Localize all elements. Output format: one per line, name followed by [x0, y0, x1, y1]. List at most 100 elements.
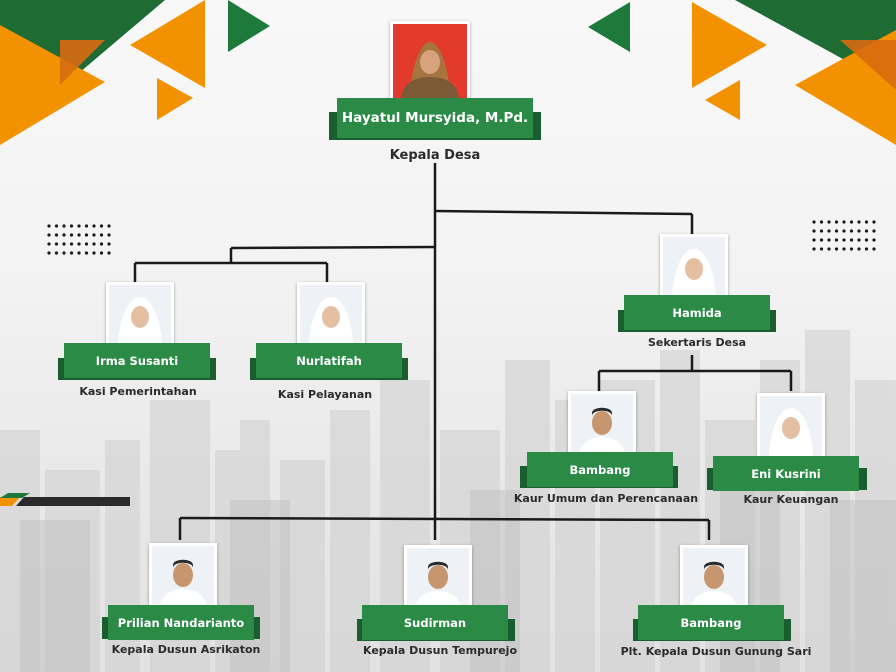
left-stripe-accent: [0, 493, 130, 506]
decorative-dot: [872, 229, 876, 233]
name-plate-kaur-1: Bambang: [527, 452, 673, 487]
dusun-3-name: Bambang: [680, 615, 742, 630]
portrait-dusun-2: [404, 545, 472, 613]
decorative-dot: [864, 247, 869, 251]
kasi-2-title: Kasi Pelayanan: [277, 388, 373, 401]
kasi-2-name: Nurlatifah: [296, 353, 362, 368]
dot-grid-left: [47, 224, 111, 255]
decorative-dot: [84, 251, 89, 255]
decorative-dot: [99, 224, 104, 228]
secretary-title: Sekertaris Desa: [647, 336, 747, 349]
decorative-dot: [77, 224, 81, 228]
decorative-dot: [47, 242, 51, 246]
decorative-dot: [864, 220, 869, 224]
decorative-dot: [47, 251, 51, 255]
decorative-dot: [99, 233, 104, 237]
name-plate-dusun-3: Bambang: [638, 605, 784, 640]
decorative-dot: [834, 229, 839, 233]
decorative-dot: [849, 220, 854, 224]
name-plate-dusun-1: Prilian Nandarianto: [108, 605, 254, 640]
head-name: Hayatul Mursyida, M.Pd.: [341, 110, 529, 126]
dusun-1-name: Prilian Nandarianto: [117, 615, 245, 630]
portrait-head: [390, 21, 470, 101]
decorative-dot: [54, 233, 59, 237]
decorative-dot: [834, 220, 839, 224]
decorative-dot: [849, 247, 854, 251]
decorative-dot: [812, 238, 816, 242]
kaur-1-name: Bambang: [569, 462, 631, 477]
decorative-dot: [864, 229, 869, 233]
decorative-dot: [54, 251, 59, 255]
decorative-dot: [819, 247, 824, 251]
kasi-1-name: Irma Susanti: [95, 353, 179, 368]
decorative-dot: [857, 247, 861, 251]
kaur-1-title: Kaur Umum dan Perencanaan: [513, 492, 699, 505]
decorative-dot: [84, 242, 89, 246]
portrait-kasi-2: [297, 282, 365, 350]
decorative-dot: [819, 229, 824, 233]
decorative-dot: [107, 251, 111, 255]
kaur-2-title: Kaur Keuangan: [743, 493, 839, 506]
decorative-dot: [812, 229, 816, 233]
decorative-dot: [69, 233, 74, 237]
portrait-secretary: [660, 234, 728, 302]
name-plate-kaur-2: Eni Kusrini: [713, 456, 859, 491]
decorative-dot: [54, 224, 59, 228]
decorative-dot: [834, 247, 839, 251]
decorative-dot: [857, 229, 861, 233]
decorative-dot: [92, 242, 96, 246]
name-plate-dusun-2: Sudirman: [362, 605, 508, 640]
portrait-kaur-2: [757, 393, 825, 461]
decorative-dot: [62, 242, 66, 246]
decorative-dot: [69, 251, 74, 255]
decorative-dot: [827, 247, 831, 251]
decorative-dot: [77, 242, 81, 246]
dusun-1-title: Kepala Dusun Asrikaton: [111, 643, 261, 656]
decorative-dot: [827, 229, 831, 233]
decorative-dot: [827, 238, 831, 242]
decorative-dot: [99, 242, 104, 246]
decorative-dot: [84, 233, 89, 237]
decorative-dot: [849, 229, 854, 233]
dusun-2-title: Kepala Dusun Tempurejo: [363, 644, 517, 657]
decorative-dot: [857, 220, 861, 224]
decorative-dot: [812, 247, 816, 251]
decorative-dot: [77, 251, 81, 255]
decorative-dot: [842, 238, 846, 242]
decorative-dot: [84, 224, 89, 228]
decorative-dot: [857, 238, 861, 242]
decorative-dot: [819, 220, 824, 224]
portrait-kaur-1: [568, 391, 636, 459]
name-plate-head: Hayatul Mursyida, M.Pd.: [337, 98, 533, 138]
kaur-2-name: Eni Kusrini: [751, 466, 821, 481]
decorative-dot: [842, 220, 846, 224]
decorative-dot: [864, 238, 869, 242]
decorative-dot: [834, 238, 839, 242]
decorative-dot: [69, 224, 74, 228]
decorative-dot: [842, 247, 846, 251]
decorative-dot: [107, 233, 111, 237]
portrait-dusun-3: [680, 545, 748, 613]
kasi-1-title: Kasi Pemerintahan: [79, 385, 197, 398]
name-plate-kasi-1: Irma Susanti: [64, 343, 210, 378]
decorative-dot: [47, 233, 51, 237]
secretary-name: Hamida: [672, 305, 722, 320]
decorative-dot: [107, 242, 111, 246]
decorative-dot: [107, 224, 111, 228]
head-title: Kepala Desa: [389, 148, 481, 163]
decorative-dot: [849, 238, 854, 242]
dot-grid-right: [812, 220, 876, 251]
decorative-dot: [872, 220, 876, 224]
decorative-dot: [819, 238, 824, 242]
decorative-dot: [54, 242, 59, 246]
decorative-dot: [69, 242, 74, 246]
decorative-dot: [77, 233, 81, 237]
decorative-dot: [62, 251, 66, 255]
decorative-dot: [872, 238, 876, 242]
decorative-dot: [812, 220, 816, 224]
decorative-dot: [62, 233, 66, 237]
name-plate-secretary: Hamida: [624, 295, 770, 330]
